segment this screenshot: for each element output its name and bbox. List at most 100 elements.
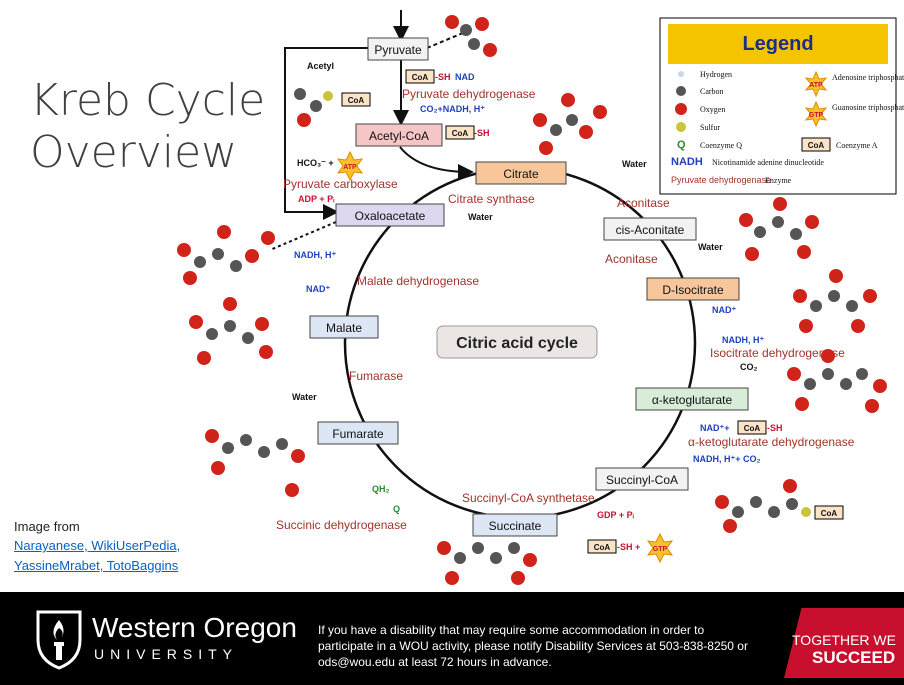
enzyme-pyruvate-dehydrogenase: Pyruvate dehydrogenase — [402, 87, 536, 101]
label-nad-ketoglutarate: NAD⁺+ — [700, 423, 730, 433]
svg-text:CoA: CoA — [744, 424, 761, 433]
enzyme-fumarase: Fumarase — [349, 369, 403, 383]
label-adp-pi: ADP + Pᵢ — [298, 194, 335, 204]
svg-text:GTP: GTP — [653, 546, 668, 553]
coenzyme-q-symbol: Q — [677, 139, 686, 151]
svg-text:CoA: CoA — [821, 509, 838, 518]
coa-box-acetyl-coa: CoA — [445, 125, 475, 140]
label-sh-acetyl-coa: -SH — [474, 128, 490, 138]
enzyme-symbol: Pyruvate dehydrogenase — [671, 175, 771, 185]
svg-text:CoA: CoA — [808, 141, 825, 150]
enzyme-aconitase-2: Aconitase — [605, 252, 658, 266]
legend-hydrogen: Hydrogen — [700, 70, 732, 79]
credit-link-1[interactable]: Narayanese, WikiUserPedia, — [14, 538, 181, 553]
center-label: Citric acid cycle — [436, 325, 598, 359]
node-d-isocitrate: D-Isocitrate — [646, 277, 740, 301]
label-nadh-co2: NADH, H⁺+ CO₂ — [693, 454, 761, 464]
legend-panel: Legend Hydrogen Carbon Oxygen Sulfur Q C… — [659, 17, 904, 195]
label-nad-isocitrate: NAD⁺ — [712, 305, 736, 315]
footer-bar — [0, 592, 904, 685]
coa-box-succinate: CoA — [587, 539, 617, 554]
enzyme-succinic-dehydrogenase: Succinic dehydrogenase — [276, 518, 407, 532]
coa-box-ketoglutarate: CoA — [737, 420, 767, 435]
legend-title: Legend — [742, 33, 813, 55]
gtp-star-succinate: GTP — [646, 532, 674, 564]
legend-coenzyme-q: Coenzyme Q — [700, 141, 742, 150]
coa-box-icon: CoA — [801, 137, 831, 152]
sulfur-atom-icon — [676, 122, 686, 132]
label-hco3: HCO₃⁻ + — [297, 158, 334, 168]
node-fumarate: Fumarate — [317, 421, 399, 445]
label-sh-pdh: -SH — [435, 72, 451, 82]
tagline-line-2: SUCCEED — [812, 648, 896, 667]
enzyme-succinyl-coa-synthetase: Succinyl-CoA synthetase — [462, 491, 595, 505]
label-water-aconitase: Water — [622, 159, 647, 169]
slide-title-line-2: Overview — [30, 127, 238, 178]
carbon-atom-icon — [676, 86, 686, 96]
node-ketoglutarate: α-ketoglutarate — [635, 387, 749, 411]
svg-text:CoA: CoA — [412, 73, 429, 82]
legend-coa: Coenzyme A — [836, 141, 878, 150]
legend-nadh: Nicotinamide adenine dinucleotide — [712, 158, 824, 167]
krebs-cycle-diagram: Legend Hydrogen Carbon Oxygen Sulfur Q C… — [177, 10, 904, 585]
node-succinyl-coa: Succinyl-CoA — [595, 467, 689, 491]
node-oxaloacetate: Oxaloacetate — [335, 203, 445, 227]
node-citrate: Citrate — [475, 161, 567, 185]
svg-text:GTP: GTP — [809, 112, 824, 119]
legend-enzyme: Enzyme — [765, 176, 792, 185]
node-acetyl-coa: Acetyl-CoA — [355, 123, 443, 147]
svg-text:Citric acid cycle: Citric acid cycle — [456, 335, 578, 352]
label-acetyl: Acetyl — [307, 61, 334, 71]
atp-star-icon: ATP — [804, 70, 828, 98]
label-co2-isocitrate: CO₂ — [740, 362, 758, 372]
gtp-star-icon: GTP — [804, 100, 828, 128]
coa-box-acetyl: CoA — [341, 92, 371, 107]
label-co2-nadh: CO₂+NADH, H⁺ — [420, 104, 485, 114]
svg-text:ATP: ATP — [809, 82, 823, 89]
label-water-cis: Water — [698, 242, 723, 252]
svg-text:ATP: ATP — [343, 164, 357, 171]
enzyme-ketoglutarate-dehydrogenase: α-ketoglutarate dehydrogenase — [688, 435, 855, 449]
label-nadh-isocitrate: NADH, H⁺ — [722, 335, 764, 345]
legend-gtp: Guanosine triphosphate — [832, 103, 904, 112]
svg-text:CoA: CoA — [348, 96, 365, 105]
legend-oxygen: Oxygen — [700, 105, 725, 114]
svg-text:Malate: Malate — [326, 321, 362, 335]
university-name: Western Oregon — [92, 612, 297, 643]
tagline-line-1: TOGETHER WE — [792, 632, 896, 648]
slide-title: Kreb Cycle Overview — [30, 75, 265, 179]
coa-box-succinyl: CoA — [814, 505, 844, 520]
svg-text:Pyruvate: Pyruvate — [374, 43, 422, 57]
nadh-symbol: NADH — [671, 156, 703, 168]
slide-title-line-1: Kreb Cycle — [30, 75, 266, 126]
enzyme-citrate-synthase: Citrate synthase — [448, 192, 535, 206]
label-gdp-pi: GDP + Pᵢ — [597, 510, 635, 520]
enzyme-isocitrate-dehydrogenase: Isocitrate dehydrogenase — [710, 346, 845, 360]
label-q: Q — [393, 504, 400, 514]
svg-text:Oxaloacetate: Oxaloacetate — [355, 209, 426, 223]
label-nad-pdh: NAD — [455, 72, 475, 82]
enzyme-malate-dehydrogenase: Malate dehydrogenase — [357, 274, 479, 288]
svg-text:Acetyl-CoA: Acetyl-CoA — [369, 129, 429, 143]
node-pyruvate: Pyruvate — [367, 37, 429, 61]
svg-text:Succinate: Succinate — [489, 519, 542, 533]
svg-text:Fumarate: Fumarate — [332, 427, 384, 441]
credit-prefix: Image from — [14, 519, 80, 534]
legend-atp: Adenosine triphosphate — [832, 73, 904, 82]
enzyme-aconitase-1: Aconitase — [617, 196, 670, 210]
label-sh-ketoglutarate: -SH — [767, 423, 783, 433]
enzyme-pyruvate-carboxylase: Pyruvate carboxylase — [283, 177, 398, 191]
label-nad-malate: NAD⁺ — [306, 284, 330, 294]
svg-text:cis-Aconitate: cis-Aconitate — [616, 223, 685, 237]
svg-text:D-Isocitrate: D-Isocitrate — [662, 283, 724, 297]
svg-text:α-ketoglutarate: α-ketoglutarate — [652, 393, 733, 407]
svg-text:CoA: CoA — [452, 129, 469, 138]
svg-text:CoA: CoA — [594, 543, 611, 552]
credit-link-2[interactable]: YassineMrabet, TotoBaggins — [14, 558, 179, 573]
label-sh-succinate: -SH + — [617, 542, 640, 552]
node-succinate: Succinate — [472, 513, 558, 537]
svg-text:Citrate: Citrate — [503, 167, 539, 181]
svg-text:Succinyl-CoA: Succinyl-CoA — [606, 473, 678, 487]
label-qh2: QH₂ — [372, 484, 390, 494]
